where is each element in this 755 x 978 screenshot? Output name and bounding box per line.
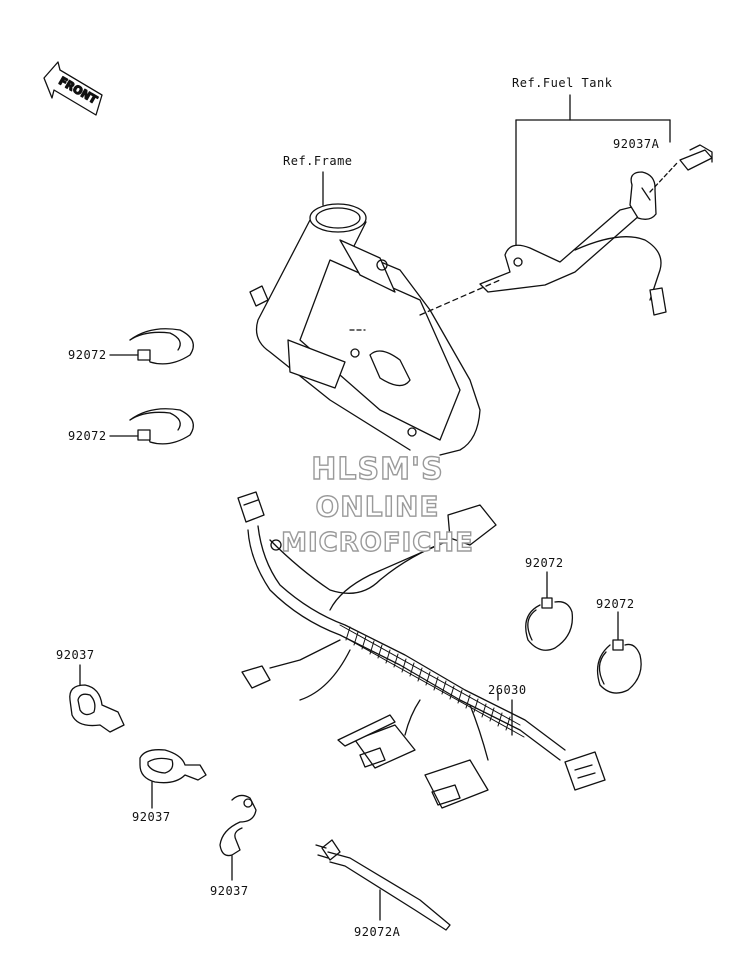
fuel-tank-bracket-part <box>419 204 667 316</box>
front-arrow-icon: FRONT <box>43 61 103 116</box>
watermark-line2: ONLINE <box>315 489 440 523</box>
part-26030-label: 26030 <box>488 683 527 697</box>
part-92037-label-b: 92037 <box>132 810 171 824</box>
clamp-92037-b <box>139 749 207 809</box>
band-clamp-upper-left <box>109 328 194 365</box>
band-clamp-right-b <box>596 611 642 694</box>
part-92037-label-a: 92037 <box>56 648 95 662</box>
clamp-92037-a <box>69 664 125 733</box>
fuel-tank-leader <box>515 94 671 256</box>
watermark-line3: MICROFICHE <box>280 527 474 558</box>
harness-26030-part <box>237 491 606 809</box>
band-clamp-lower-left <box>109 408 194 445</box>
ref-fuel-tank-label: Ref.Fuel Tank <box>512 76 613 90</box>
part-92037A-label: 92037A <box>613 137 660 151</box>
watermark-line1: HLSM'S <box>311 451 444 487</box>
frame-part <box>249 203 481 456</box>
part-92072-label-upper-left: 92072 <box>68 348 107 362</box>
part-92072-label-right-a: 92072 <box>525 556 564 570</box>
band-clamp-right-a <box>525 571 574 651</box>
part-92037-label-c: 92037 <box>210 884 249 898</box>
ref-frame-label: Ref.Frame <box>283 154 353 168</box>
part-92072-label-lower-left: 92072 <box>68 429 107 443</box>
tie-92072A-part <box>315 839 451 931</box>
clamp-92037A-part <box>629 144 713 220</box>
part-92072-label-right-b: 92072 <box>596 597 635 611</box>
clamp-92037-c <box>219 794 257 881</box>
part-92072A-label: 92072A <box>354 925 401 939</box>
